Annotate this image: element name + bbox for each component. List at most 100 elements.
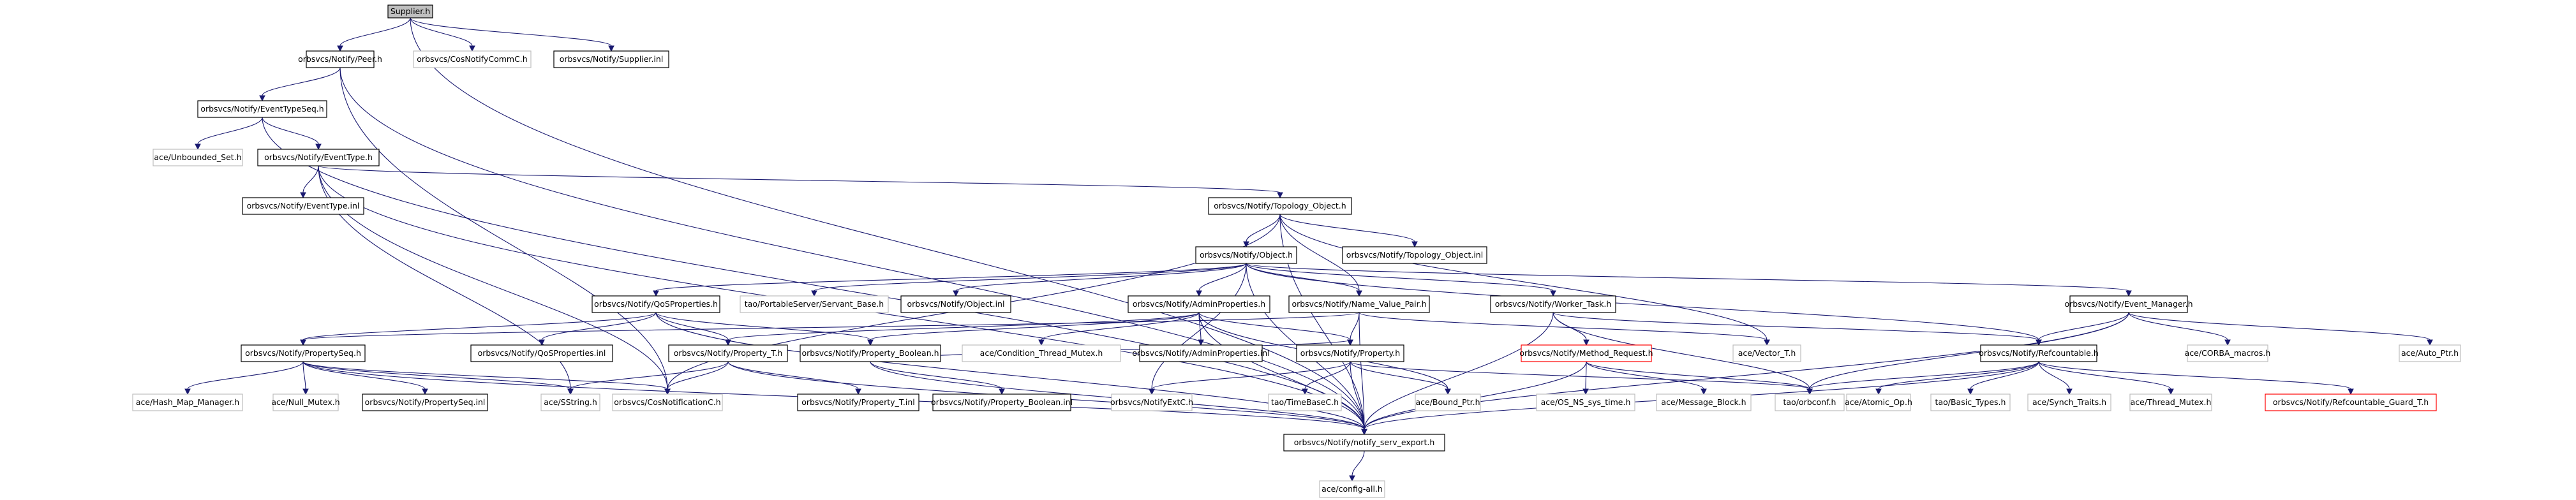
edge-line	[655, 312, 1365, 430]
node-label: orbsvcs/Notify/EventTypeSeq.h	[200, 104, 324, 114]
include-edge	[1967, 361, 2039, 395]
edge-arrowhead	[953, 290, 959, 297]
node-box	[2069, 295, 2188, 313]
edge-arrowhead	[1243, 241, 1249, 248]
edge-line	[655, 312, 871, 341]
node-box	[1930, 393, 2011, 411]
graph-node-n16[interactable]: orbsvcs/Notify/Worker_Task.h	[1490, 295, 1616, 313]
graph-node-n13[interactable]: orbsvcs/Notify/Object.inl	[900, 295, 1011, 313]
edge-arrowhead	[1361, 429, 1367, 436]
graph-node-n48[interactable]: orbsvcs/Notify/notify_serv_export.h	[1283, 434, 1445, 452]
edge-line	[1246, 263, 2039, 341]
node-label: orbsvcs/Notify/Supplier.inl	[560, 54, 664, 64]
edge-line	[1279, 214, 1360, 291]
node-box	[257, 149, 380, 166]
include-edge	[2128, 312, 2433, 346]
graph-node-n19[interactable]: orbsvcs/Notify/QoSProperties.inl	[470, 344, 613, 362]
graph-node-n17[interactable]: orbsvcs/Notify/Event_Manager.h	[2065, 295, 2193, 313]
edge-arrowhead	[469, 45, 475, 52]
node-label: orbsvcs/Notify/EventType.inl	[247, 201, 360, 210]
node-box	[1208, 197, 1352, 215]
graph-node-n24[interactable]: orbsvcs/Notify/Property.h	[1296, 344, 1404, 362]
node-box	[962, 344, 1121, 362]
graph-node-n15[interactable]: orbsvcs/Notify/Name_Value_Pair.h	[1288, 295, 1430, 313]
node-label: orbsvcs/Notify/Property.h	[1300, 348, 1400, 358]
graph-node-n38: tao/TimeBaseC.h	[1268, 393, 1342, 411]
graph-node-n7[interactable]: orbsvcs/Notify/EventType.inl	[242, 197, 364, 215]
edge-line	[955, 263, 1247, 291]
include-edge	[1243, 214, 1281, 248]
graph-node-n10[interactable]: orbsvcs/Notify/Topology_Object.inl	[1342, 246, 1487, 264]
include-edge	[1361, 312, 2129, 436]
graph-node-n20[interactable]: orbsvcs/Notify/Property_T.h	[668, 344, 788, 362]
node-box	[1128, 295, 1270, 313]
graph-node-n25[interactable]: orbsvcs/Notify/Method_Request.h	[1519, 344, 1653, 362]
edge-arrowhead	[1277, 192, 1283, 199]
graph-node-n40: ace/OS_NS_sys_time.h	[1536, 393, 1635, 411]
graph-node-n36[interactable]: orbsvcs/Notify/Property_Boolean.inl	[931, 393, 1073, 411]
graph-node-n44: tao/Basic_Types.h	[1930, 393, 2011, 411]
graph-node-n22: ace/Condition_Thread_Mutex.h	[962, 344, 1121, 362]
graph-node-n9[interactable]: orbsvcs/Notify/Object.h	[1195, 246, 1297, 264]
include-edge	[1279, 214, 1418, 248]
include-edge	[655, 312, 874, 346]
edge-line	[1198, 263, 1247, 291]
node-label: tao/TimeBaseC.h	[1271, 397, 1339, 407]
graph-node-n27[interactable]: orbsvcs/Notify/Refcountable.h	[1979, 344, 2099, 362]
edge-line	[1351, 450, 1365, 476]
edge-arrowhead	[1411, 241, 1418, 248]
graph-node-n4[interactable]: orbsvcs/Notify/EventTypeSeq.h	[197, 100, 327, 118]
graph-node-n21[interactable]: orbsvcs/Notify/Property_Boolean.h	[800, 344, 941, 362]
include-edge	[302, 361, 574, 395]
edge-line	[1586, 361, 1704, 390]
graph-node-n18[interactable]: orbsvcs/Notify/PropertySeq.h	[241, 344, 366, 362]
graph-node-n1[interactable]: orbsvcs/Notify/Peer.h	[298, 50, 382, 68]
edge-line	[1198, 312, 1351, 341]
node-box	[592, 295, 720, 313]
edge-arrowhead	[1875, 388, 1882, 395]
node-label: ace/Auto_Ptr.h	[2401, 348, 2459, 358]
include-edge	[1350, 361, 1451, 395]
edge-line	[1878, 361, 2039, 390]
node-label: ace/Thread_Mutex.h	[2131, 397, 2212, 407]
edge-arrowhead	[1764, 339, 1770, 346]
include-edge	[410, 17, 475, 52]
edge-arrowhead	[867, 339, 874, 346]
edge-line	[339, 67, 1365, 430]
include-edge	[195, 117, 263, 151]
node-label: orbsvcs/Notify/PropertySeq.inl	[365, 397, 486, 407]
include-edge	[1586, 361, 1707, 395]
graph-node-n23[interactable]: orbsvcs/Notify/AdminProperties.inl	[1132, 344, 1270, 362]
graph-node-n6[interactable]: orbsvcs/Notify/EventType.h	[257, 149, 380, 166]
graph-node-n3[interactable]: orbsvcs/Notify/Supplier.inl	[553, 50, 669, 68]
include-edge	[867, 312, 1200, 346]
include-edge	[318, 165, 1283, 199]
node-box	[612, 393, 723, 411]
include-edge	[2038, 361, 2174, 395]
edge-arrowhead	[2427, 339, 2433, 346]
node-label: ace/OS_NS_sys_time.h	[1541, 397, 1631, 407]
node-box	[1111, 393, 1193, 411]
edge-arrowhead	[664, 388, 671, 395]
graph-node-n14[interactable]: orbsvcs/Notify/AdminProperties.h	[1128, 295, 1270, 313]
edge-line	[1552, 312, 1587, 341]
node-label: orbsvcs/Notify/Topology_Object.h	[1214, 201, 1346, 210]
graph-node-n11[interactable]: orbsvcs/Notify/QoSProperties.h	[592, 295, 720, 313]
graph-node-n0[interactable]: Supplier.h	[387, 4, 433, 18]
node-box	[900, 295, 1011, 313]
graph-node-n8[interactable]: orbsvcs/Notify/Topology_Object.h	[1208, 197, 1352, 215]
graph-node-n32[interactable]: orbsvcs/Notify/PropertySeq.inl	[362, 393, 488, 411]
graph-node-n35[interactable]: orbsvcs/Notify/Property_T.inl	[797, 393, 919, 411]
graph-node-n47[interactable]: orbsvcs/Notify/Refcountable_Guard_T.h	[2265, 393, 2437, 411]
edge-line	[339, 67, 668, 390]
edge-arrowhead	[184, 388, 191, 395]
include-edge	[184, 361, 304, 395]
node-box	[740, 295, 889, 313]
include-edge	[410, 17, 1367, 436]
include-edge	[337, 17, 411, 52]
edge-arrowhead	[315, 143, 322, 151]
edge-arrowhead	[2168, 388, 2174, 395]
edge-arrowhead	[1583, 339, 1590, 346]
edge-arrowhead	[337, 45, 343, 52]
